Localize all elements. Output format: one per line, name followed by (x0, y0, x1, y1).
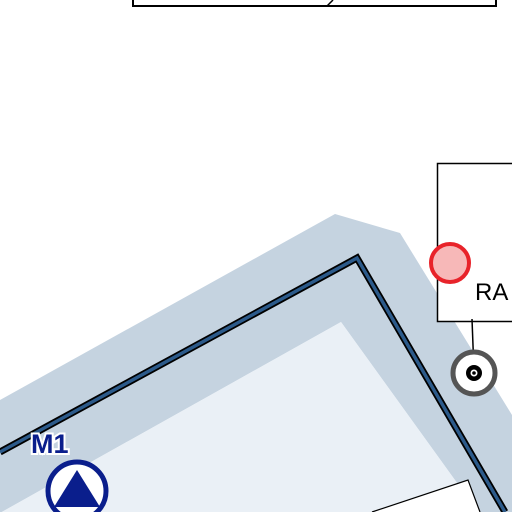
top-label-box (132, 0, 497, 7)
marker-label: M1 (31, 429, 69, 459)
marker-m1[interactable]: M1 (29, 427, 109, 512)
label-box-text: RA (475, 279, 508, 306)
route-corridor (0, 214, 512, 512)
label-box[interactable]: RA (436, 162, 512, 323)
route-line[interactable] (0, 253, 509, 512)
triangle-in-circle-icon (45, 459, 109, 512)
inner-area (1, 322, 478, 512)
building-outline (371, 479, 481, 512)
red-circle-highlight-icon[interactable] (429, 242, 471, 284)
target-ring-icon[interactable] (450, 349, 498, 397)
